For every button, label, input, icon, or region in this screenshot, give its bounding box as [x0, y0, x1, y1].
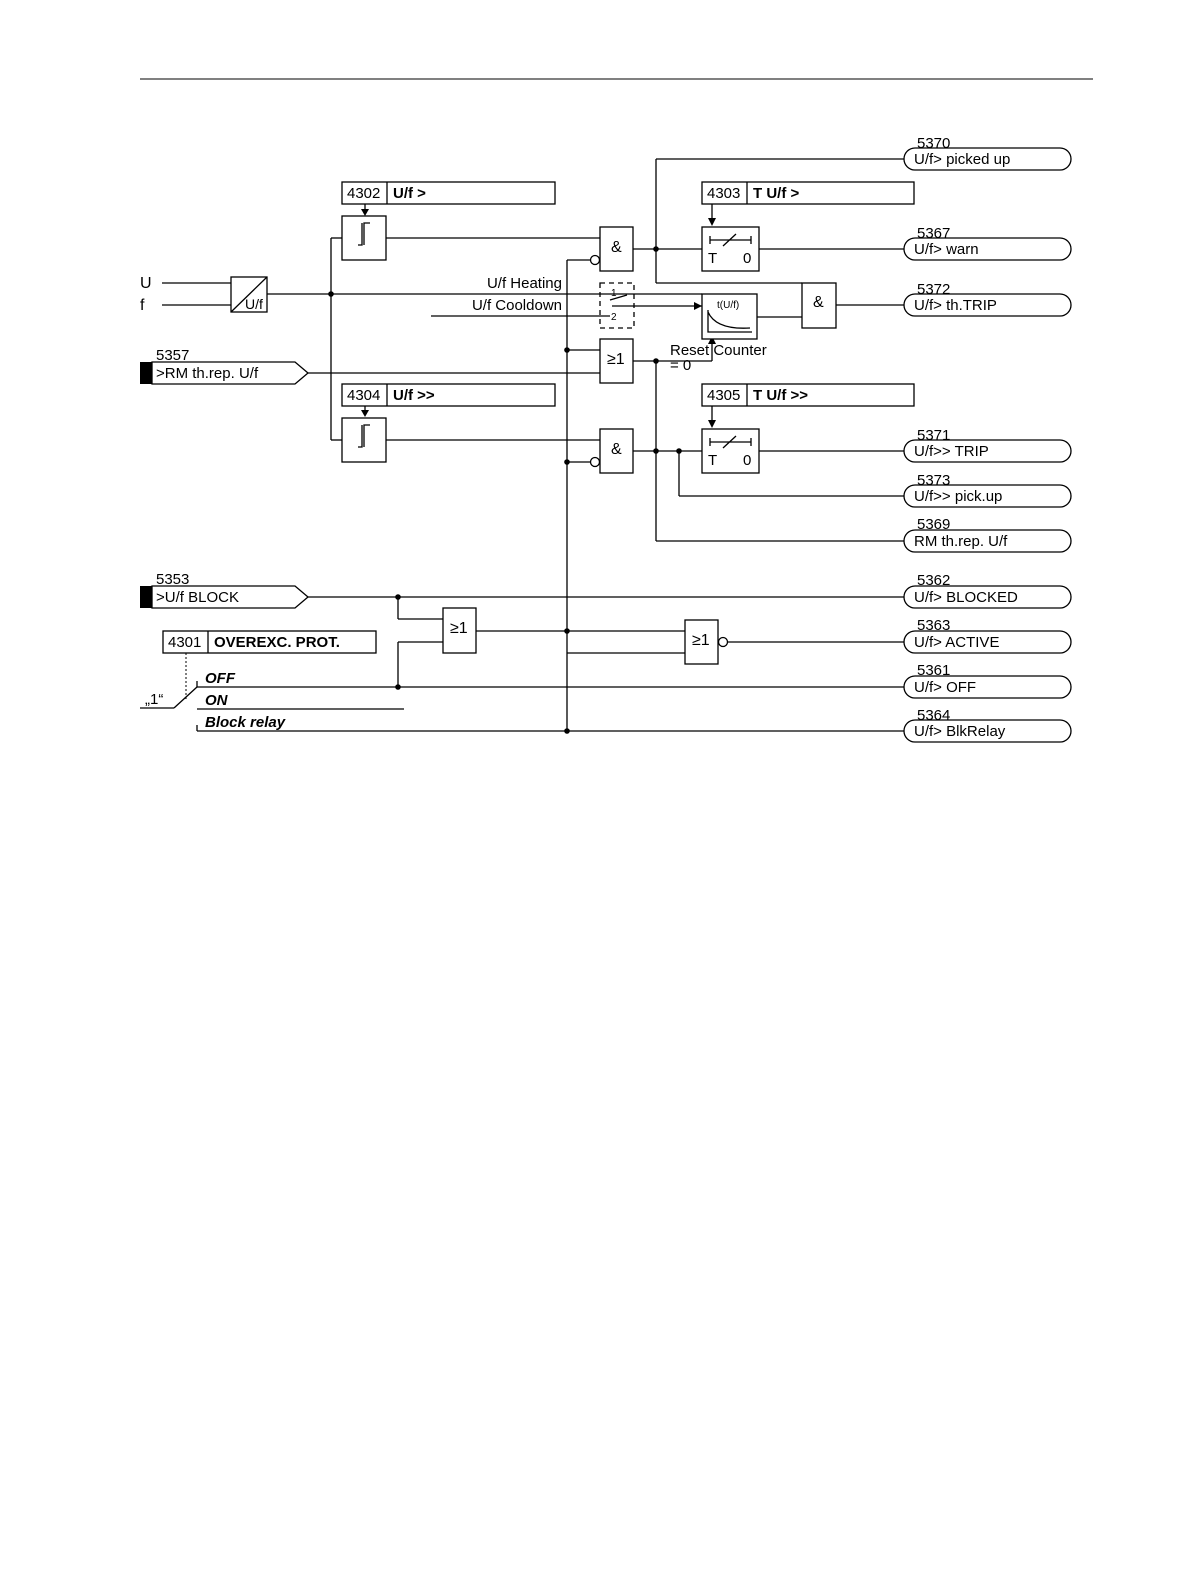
svg-text:OVEREXC. PROT.: OVEREXC. PROT.: [214, 634, 340, 651]
svg-text:4305: 4305: [707, 387, 740, 404]
svg-text:5369: 5369: [917, 516, 950, 533]
mode-on-option[interactable]: ON: [205, 692, 229, 709]
svg-text:4304: 4304: [347, 387, 380, 404]
delay-icon: [709, 435, 752, 449]
or-gate-active: ≥1: [684, 619, 719, 665]
svg-text:4302: 4302: [347, 185, 380, 202]
binary-input-5353[interactable]: >U/f BLOCK: [140, 585, 310, 609]
svg-text:≥1: ≥1: [450, 620, 468, 637]
timer-block-1: T 0: [701, 226, 760, 272]
svg-text:>RM th.rep. U/f: >RM th.rep. U/f: [156, 365, 259, 382]
arrow-icon: [694, 302, 702, 310]
svg-text:U/f>> TRIP: U/f>> TRIP: [914, 443, 989, 460]
svg-text:5363: 5363: [917, 617, 950, 634]
arrow-icon: [708, 420, 716, 428]
threshold-block-1: [341, 215, 387, 261]
svg-text:≥1: ≥1: [607, 351, 625, 368]
svg-text:T: T: [708, 250, 717, 267]
output-5367: 5367 U/f> warn: [903, 225, 1072, 261]
output-5371: 5371 U/f>> TRIP: [903, 427, 1072, 463]
hysteresis-icon: [358, 424, 370, 448]
svg-text:t(U/f): t(U/f): [717, 300, 739, 311]
param-box-4301[interactable]: 4301 OVEREXC. PROT.: [162, 630, 377, 654]
svg-text:U/f>> pick.up: U/f>> pick.up: [914, 488, 1002, 505]
binary-input-5357[interactable]: >RM th.rep. U/f: [140, 361, 310, 385]
decay-curve-icon: [707, 310, 752, 333]
uf-converter-label: U/f: [245, 296, 263, 312]
output-5364: 5364 U/f> BlkRelay: [903, 707, 1072, 743]
inverter-circle: [589, 254, 601, 266]
const-one-label: „1“: [145, 691, 163, 708]
output-5373: 5373 U/f>> pick.up: [903, 472, 1072, 508]
param-box-4302[interactable]: 4302 U/f >: [341, 181, 556, 205]
output-5372: 5372 U/f> th.TRIP: [903, 281, 1072, 317]
input-f-label: f: [140, 297, 145, 314]
svg-text:4303: 4303: [707, 185, 740, 202]
svg-text:T: T: [708, 452, 717, 469]
svg-text:U/f> BlkRelay: U/f> BlkRelay: [914, 723, 1006, 740]
svg-text:U/f >>: U/f >>: [393, 387, 435, 404]
svg-text:U/f> th.TRIP: U/f> th.TRIP: [914, 297, 997, 314]
param-box-4304[interactable]: 4304 U/f >>: [341, 383, 556, 407]
output-5369: 5369 RM th.rep. U/f: [903, 516, 1072, 553]
reset-counter-value: = 0: [670, 357, 691, 374]
arrow-icon: [708, 218, 716, 226]
mode-switch-icon: [173, 686, 198, 709]
timer-block-2: T 0: [701, 428, 760, 474]
or-gate-reset: ≥1: [599, 338, 634, 384]
output-5362: 5362 U/f> BLOCKED: [903, 572, 1072, 609]
svg-text:>U/f BLOCK: >U/f BLOCK: [156, 589, 239, 606]
arrow-icon: [361, 410, 369, 417]
param-box-4305[interactable]: 4305 T U/f >>: [701, 383, 915, 407]
svg-text:≥1: ≥1: [692, 632, 710, 649]
hysteresis-icon: [358, 222, 370, 246]
svg-text:5362: 5362: [917, 572, 950, 589]
svg-text:T U/f >: T U/f >: [753, 185, 799, 202]
inverter-circle: [717, 636, 729, 648]
inverter-circle: [589, 456, 601, 468]
thermal-replica-block: t(U/f): [701, 293, 758, 340]
mode-block-relay-option[interactable]: Block relay: [205, 714, 286, 731]
cooldown-label: U/f Cooldown: [472, 297, 562, 314]
param-box-4303[interactable]: 4303 T U/f >: [701, 181, 915, 205]
svg-text:&: &: [611, 239, 622, 256]
svg-text:U/f >: U/f >: [393, 185, 426, 202]
svg-text:U/f> warn: U/f> warn: [914, 241, 979, 258]
threshold-block-2: [341, 417, 387, 463]
mode-off-option[interactable]: OFF: [205, 670, 236, 687]
or-gate-block: ≥1: [442, 607, 477, 654]
bi-5353-number: 5353: [156, 571, 189, 588]
bi-5357-number: 5357: [156, 347, 189, 364]
svg-text:5361: 5361: [917, 662, 950, 679]
svg-text:T U/f >>: T U/f >>: [753, 387, 808, 404]
svg-text:1: 1: [611, 288, 617, 299]
heating-label: U/f Heating: [487, 275, 562, 292]
delay-icon: [709, 233, 752, 247]
svg-text:0: 0: [743, 250, 751, 267]
svg-text:&: &: [611, 441, 622, 458]
svg-text:U/f> ACTIVE: U/f> ACTIVE: [914, 634, 999, 651]
svg-text:&: &: [813, 294, 824, 311]
svg-text:4301: 4301: [168, 634, 201, 651]
arrow-icon: [708, 336, 716, 344]
output-5361: 5361 U/f> OFF: [903, 662, 1072, 699]
reset-counter-label: Reset Counter: [670, 342, 767, 359]
output-5363: 5363 U/f> ACTIVE: [903, 617, 1072, 654]
and-gate-2: &: [599, 428, 634, 474]
and-gate-1: &: [599, 226, 634, 272]
svg-text:RM th.rep. U/f: RM th.rep. U/f: [914, 533, 1008, 550]
svg-text:0: 0: [743, 452, 751, 469]
input-u-label: U: [140, 275, 152, 292]
arrow-icon: [361, 209, 369, 216]
svg-text:U/f> picked up: U/f> picked up: [914, 151, 1010, 168]
svg-text:U/f> OFF: U/f> OFF: [914, 679, 976, 696]
and-gate-thermal: &: [801, 282, 837, 329]
svg-text:U/f> BLOCKED: U/f> BLOCKED: [914, 589, 1018, 606]
output-5370: 5370 U/f> picked up: [903, 135, 1072, 171]
svg-text:2: 2: [611, 312, 617, 323]
uf-converter-block: U/f: [230, 276, 268, 313]
